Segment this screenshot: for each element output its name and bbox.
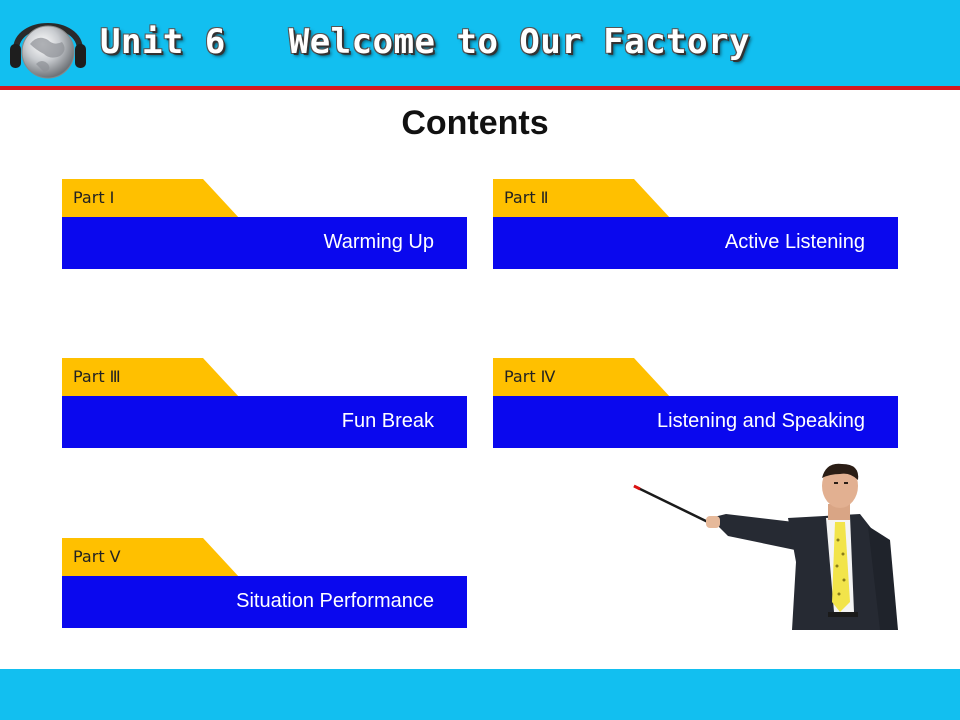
contents-heading: Contents [401,104,549,142]
part-title: Situation Performance [236,590,434,612]
part-title: Listening and Speaking [657,410,865,432]
part-tab-label: Part Ⅳ [504,367,556,386]
part-tab-shape [493,358,671,398]
part-title: Warming Up [323,231,434,253]
part-bar: Active Listening [493,217,898,269]
part-tab-shape [493,179,671,219]
part-tab-label: Part Ⅲ [73,367,121,386]
part-bar: Listening and Speaking [493,396,898,448]
globe-headphones-icon [10,23,86,79]
part-1-card[interactable]: Part Ⅰ Warming Up [62,179,467,271]
part-2-card[interactable]: Part Ⅱ Active Listening [493,179,898,271]
part-tab-shape [62,179,240,219]
teacher-with-pointer-illustration [633,463,898,630]
part-tab-shape [62,358,240,398]
part-bar: Warming Up [62,217,467,269]
part-title: Fun Break [341,410,434,432]
part-3-card[interactable]: Part Ⅲ Fun Break [62,358,467,450]
part-tab-label: Part Ⅴ [73,547,121,566]
header-bar [0,0,960,86]
header-divider [0,86,960,90]
part-bar: Fun Break [62,396,467,448]
part-title: Active Listening [724,231,865,253]
part-tab-shape [62,538,240,578]
part-tab-label: Part Ⅱ [504,188,549,207]
footer-bar [0,669,960,720]
part-4-card[interactable]: Part Ⅳ Listening and Speaking [493,358,898,450]
part-bar: Situation Performance [62,576,467,628]
part-5-card[interactable]: Part Ⅴ Situation Performance [62,538,467,630]
page-title: Unit 6 Welcome to Our Factory [100,22,751,62]
part-tab-label: Part Ⅰ [73,188,115,207]
